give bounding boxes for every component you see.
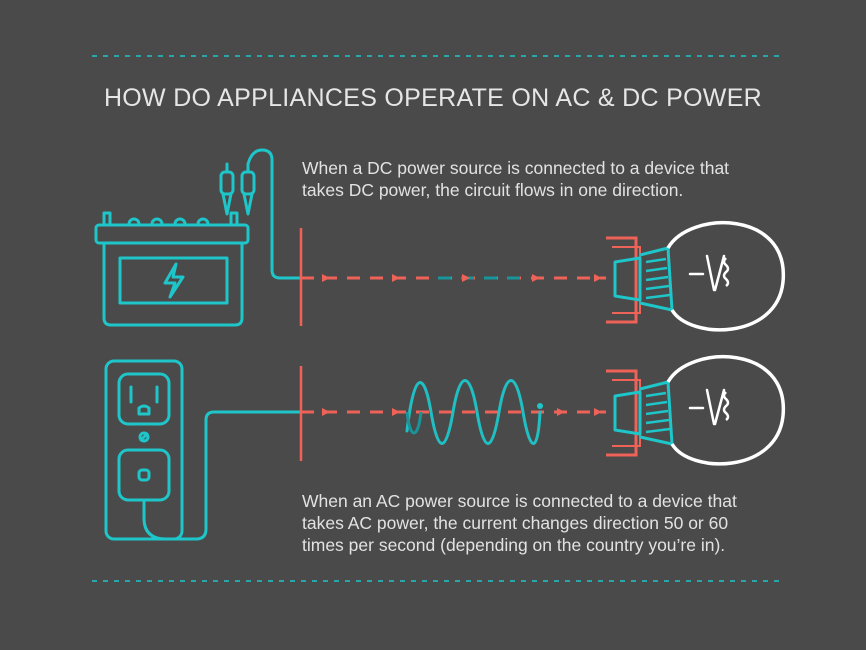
- dc-light-bulb-icon: [606, 221, 785, 332]
- ac-sine-wave: [405, 379, 542, 445]
- battery-icon: [94, 211, 250, 327]
- dc-caption-line: When a DC power source is connected to a…: [302, 158, 730, 178]
- dc-caption: When a DC power source is connected to a…: [302, 157, 802, 201]
- jumper-clamps-icon: [219, 148, 302, 280]
- ac-caption-line: When an AC power source is connected to …: [302, 491, 737, 511]
- dc-caption-line: takes DC power, the circuit flows in one…: [302, 180, 684, 200]
- dc-current-path: [301, 274, 606, 282]
- page-title: HOW DO APPLIANCES OPERATE ON AC & DC POW…: [103, 84, 763, 112]
- ac-light-bulb-icon: [606, 355, 785, 466]
- ac-caption-line: times per second (depending on the count…: [302, 535, 726, 555]
- ac-caption-line: takes AC power, the current changes dire…: [302, 513, 729, 533]
- ac-current-path: [301, 379, 606, 445]
- wall-outlet-icon: [104, 359, 302, 541]
- ac-caption: When an AC power source is connected to …: [302, 490, 802, 556]
